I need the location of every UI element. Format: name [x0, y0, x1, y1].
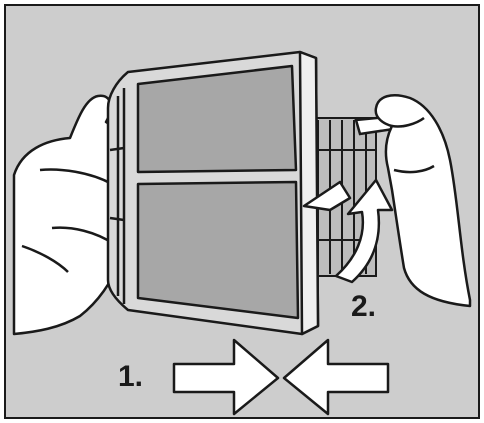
push-arrow-left [282, 338, 390, 416]
filter-cartridge [106, 50, 320, 336]
right-hand [374, 94, 472, 308]
step-2-label: 2. [351, 290, 377, 323]
upper-mesh-panel [136, 64, 298, 174]
push-arrow-right [172, 338, 280, 416]
filter-rim [298, 50, 320, 336]
step-1-label: 1. [118, 360, 144, 393]
lower-mesh-panel [136, 180, 300, 320]
rotation-arrow [302, 178, 394, 284]
